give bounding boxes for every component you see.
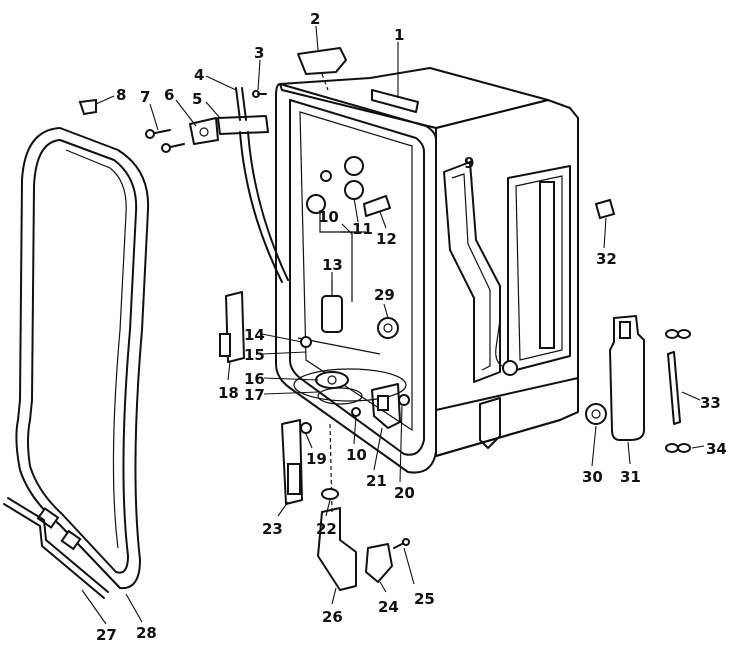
callout-19: 19 bbox=[306, 450, 327, 468]
internal-components bbox=[297, 156, 410, 513]
callout-20: 20 bbox=[394, 484, 415, 502]
callout-9: 9 bbox=[464, 154, 474, 172]
callout-3: 3 bbox=[254, 44, 264, 62]
callout-31: 31 bbox=[620, 468, 641, 486]
callout-15: 15 bbox=[244, 346, 265, 364]
callout-34: 34 bbox=[706, 440, 727, 458]
callout-25: 25 bbox=[414, 590, 435, 608]
door-gasket bbox=[15, 127, 150, 590]
callout-18: 18 bbox=[218, 384, 239, 402]
callout-10-lower: 10 bbox=[346, 446, 367, 464]
callout-13: 13 bbox=[322, 256, 343, 274]
callout-28: 28 bbox=[136, 624, 157, 642]
callout-labels: 1 2 3 4 5 6 7 8 9 10 11 12 13 14 15 16 1… bbox=[96, 10, 727, 644]
hinge-parts bbox=[78, 47, 347, 283]
callout-11: 11 bbox=[352, 220, 373, 238]
callout-17: 17 bbox=[244, 386, 265, 404]
side-parts bbox=[219, 291, 410, 591]
callout-24: 24 bbox=[378, 598, 399, 616]
right-parts bbox=[585, 198, 691, 453]
callout-10-upper: 10 bbox=[318, 208, 339, 226]
callout-26: 26 bbox=[322, 608, 343, 626]
callout-4: 4 bbox=[194, 66, 204, 84]
callout-30: 30 bbox=[582, 468, 603, 486]
leader-lines bbox=[81, 25, 705, 625]
callout-33: 33 bbox=[700, 394, 721, 412]
callout-1: 1 bbox=[394, 26, 404, 44]
callout-16: 16 bbox=[244, 370, 265, 388]
callout-12: 12 bbox=[376, 230, 397, 248]
callout-14: 14 bbox=[244, 326, 265, 344]
tub-assembly bbox=[275, 67, 579, 474]
callout-7: 7 bbox=[140, 88, 150, 106]
callout-8: 8 bbox=[116, 86, 126, 104]
callout-23: 23 bbox=[262, 520, 283, 538]
callout-6: 6 bbox=[164, 86, 174, 104]
callout-32: 32 bbox=[596, 250, 617, 268]
callout-5: 5 bbox=[192, 90, 202, 108]
callout-21: 21 bbox=[366, 472, 387, 490]
drain-channel bbox=[3, 497, 109, 599]
callout-22: 22 bbox=[316, 520, 337, 538]
callout-2: 2 bbox=[310, 10, 320, 28]
callout-29: 29 bbox=[374, 286, 395, 304]
callout-27: 27 bbox=[96, 626, 117, 644]
